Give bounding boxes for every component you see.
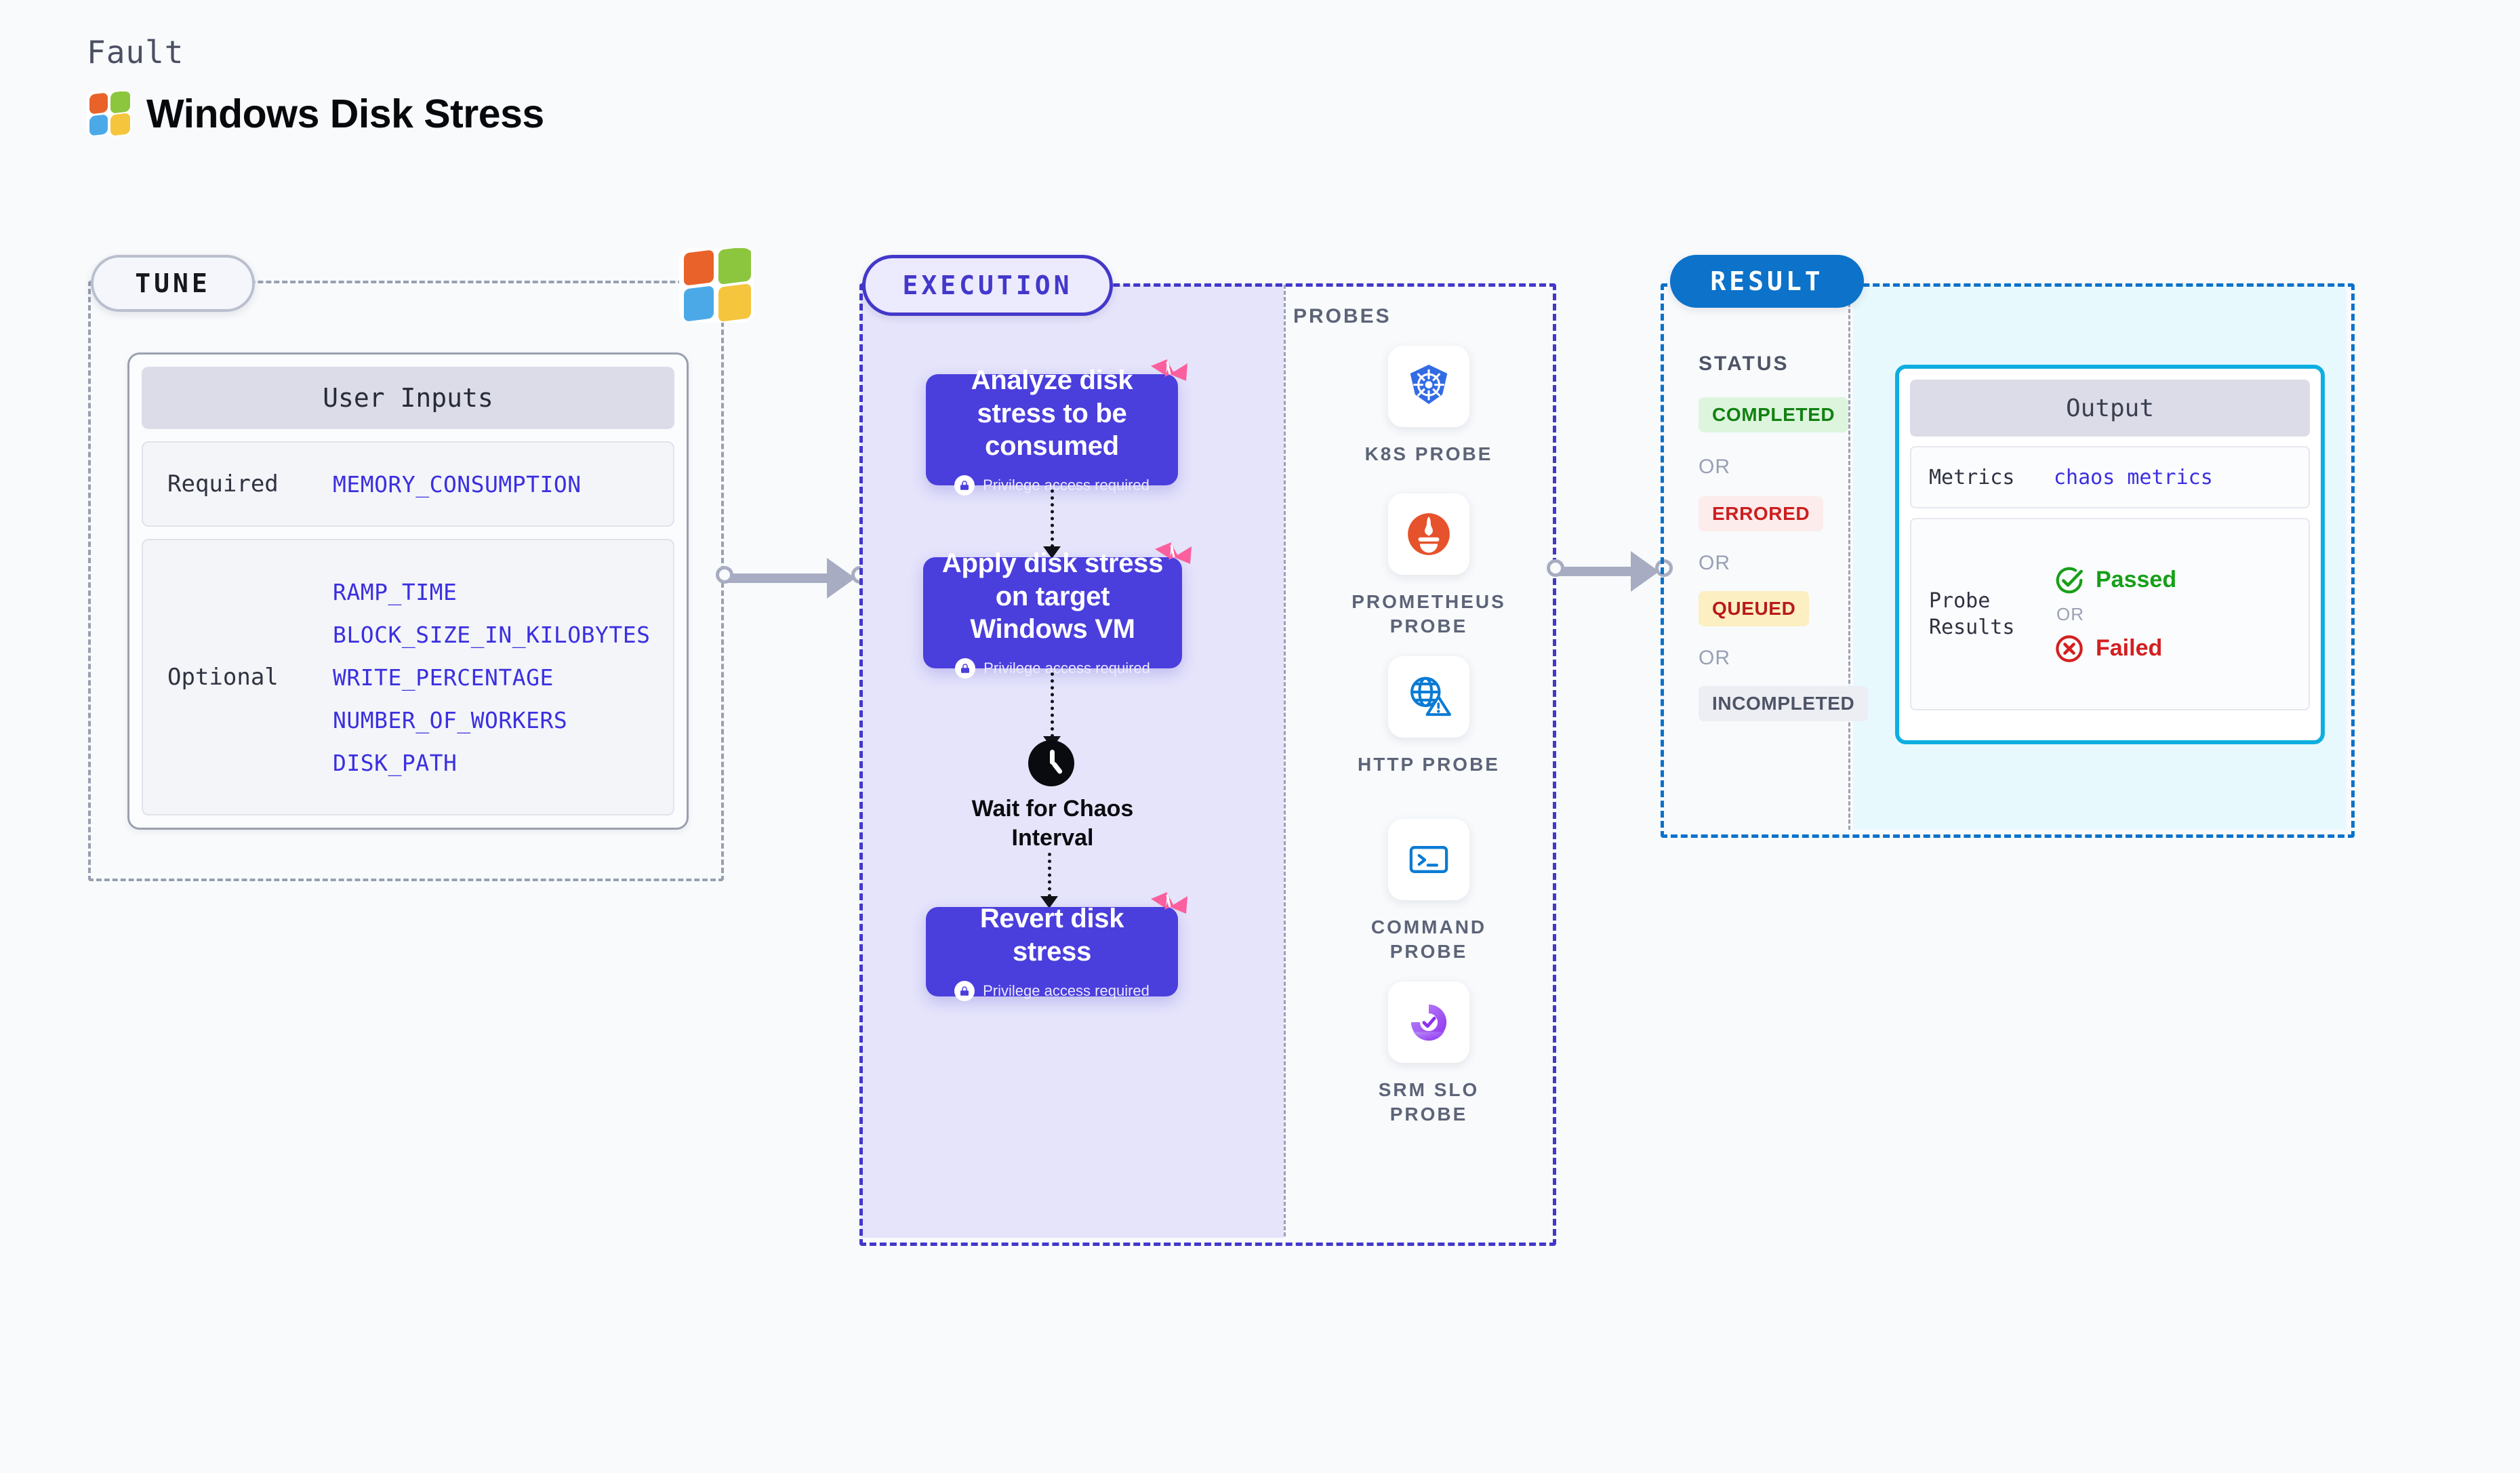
param-item: NUMBER_OF_WORKERS bbox=[333, 706, 568, 733]
param-item: BLOCK_SIZE_IN_KILOBYTES bbox=[333, 621, 651, 648]
status-badge-errored: ERRORED bbox=[1699, 496, 1824, 531]
flow-arrow-head bbox=[1040, 896, 1058, 908]
param-item: MEMORY_CONSUMPTION bbox=[333, 470, 582, 498]
lock-icon bbox=[954, 980, 975, 1001]
status-badge-completed: COMPLETED bbox=[1699, 397, 1849, 432]
param-item: WRITE_PERCENTAGE bbox=[333, 664, 554, 691]
result-badge: RESULT bbox=[1670, 255, 1864, 308]
chaos-ribbon-icon bbox=[1155, 542, 1192, 564]
output-metrics-row: Metrics chaos metrics bbox=[1910, 446, 2310, 508]
kubernetes-icon bbox=[1388, 346, 1469, 427]
x-circle-icon bbox=[2056, 634, 2083, 662]
status-badge-queued: QUEUED bbox=[1699, 591, 1810, 626]
result-status-column bbox=[1662, 285, 1850, 830]
chaos-ribbon-icon bbox=[1151, 359, 1187, 381]
probe-verdicts: Passed OR Failed bbox=[2054, 565, 2176, 664]
privilege-note-label: Privilege access required bbox=[983, 660, 1150, 677]
or-separator: OR bbox=[1699, 647, 1730, 669]
prometheus-icon bbox=[1388, 493, 1469, 575]
flow-arrow bbox=[1048, 853, 1051, 897]
lock-icon bbox=[954, 475, 975, 496]
probe-item-command[interactable]: COMMAND PROBE bbox=[1347, 819, 1510, 965]
check-circle-icon bbox=[2056, 567, 2083, 593]
or-separator: OR bbox=[1699, 456, 1730, 478]
probes-divider bbox=[1284, 285, 1286, 1236]
user-inputs-title: User Inputs bbox=[142, 367, 674, 429]
required-label: Required bbox=[167, 470, 279, 498]
privilege-note: Privilege access required bbox=[954, 980, 1150, 1001]
user-inputs-card: User Inputs Required MEMORY_CONSUMPTION … bbox=[127, 352, 689, 830]
srm-slo-icon bbox=[1388, 982, 1469, 1063]
fault-title-row: Windows Disk Stress bbox=[87, 91, 544, 137]
optional-label: Optional bbox=[167, 664, 279, 691]
step-title: Analyze disk stress to be consumed bbox=[971, 365, 1133, 462]
flow-arrow bbox=[1051, 672, 1054, 738]
probe-label: HTTP PROBE bbox=[1358, 754, 1500, 775]
flow-arrow bbox=[1051, 489, 1054, 548]
or-separator: OR bbox=[2056, 603, 2084, 624]
probe-item-srm-slo[interactable]: SRM SLO PROBE bbox=[1347, 982, 1510, 1127]
step-title: Apply disk stress on target Windows VM bbox=[941, 548, 1164, 645]
optional-params: RAMP_TIME BLOCK_SIZE_IN_KILOBYTES WRITE_… bbox=[333, 579, 650, 776]
wait-for-chaos-interval-label: Wait for Chaos Interval bbox=[971, 796, 1134, 851]
metrics-label: Metrics bbox=[1929, 465, 2015, 489]
status-title: STATUS bbox=[1699, 352, 1789, 375]
clock-icon bbox=[1028, 740, 1074, 786]
execution-step-revert[interactable]: Revert disk stress Privilege access requ… bbox=[926, 892, 1187, 1001]
status-badge-incompleted: INCOMPLETED bbox=[1699, 686, 1869, 721]
tune-badge: TUNE bbox=[91, 255, 255, 312]
windows-logo-icon bbox=[679, 248, 754, 323]
optional-inputs-group: Optional RAMP_TIME BLOCK_SIZE_IN_KILOBYT… bbox=[142, 539, 674, 815]
privilege-note: Privilege access required bbox=[955, 658, 1150, 679]
required-inputs-group: Required MEMORY_CONSUMPTION bbox=[142, 441, 674, 527]
probe-item-k8s[interactable]: K8S PROBE bbox=[1347, 346, 1510, 466]
required-params: MEMORY_CONSUMPTION bbox=[333, 471, 582, 498]
execution-badge: EXECUTION bbox=[862, 255, 1113, 316]
privilege-note-label: Privilege access required bbox=[983, 477, 1150, 494]
execution-panel bbox=[859, 283, 1556, 1246]
probe-label: K8S PROBE bbox=[1364, 443, 1493, 464]
execution-step-apply[interactable]: Apply disk stress on target Windows VM P… bbox=[923, 542, 1192, 679]
verdict-passed: Passed bbox=[2054, 565, 2176, 596]
verdict-failed: Failed bbox=[2054, 633, 2176, 664]
flow-arrow-head bbox=[1043, 546, 1061, 559]
probe-label: PROMETHEUS PROBE bbox=[1352, 591, 1506, 637]
or-separator: OR bbox=[1699, 552, 1730, 574]
probe-label: COMMAND PROBE bbox=[1370, 916, 1487, 963]
probe-results-label-text: Probe Results bbox=[1929, 589, 2015, 639]
privilege-note-label: Privilege access required bbox=[983, 982, 1150, 999]
result-panel bbox=[1661, 283, 2355, 838]
output-probe-results-row: Probe Results Passed OR Failed bbox=[1910, 518, 2310, 710]
verdict-passed-label: Passed bbox=[2096, 567, 2177, 592]
param-item: DISK_PATH bbox=[333, 749, 458, 776]
execution-step-analyze[interactable]: Analyze disk stress to be consumed Privi… bbox=[926, 359, 1187, 496]
probe-label: SRM SLO PROBE bbox=[1378, 1079, 1480, 1125]
probe-item-prometheus[interactable]: PROMETHEUS PROBE bbox=[1347, 493, 1510, 639]
output-card: Output Metrics chaos metrics Probe Resul… bbox=[1895, 365, 2325, 744]
metrics-value: chaos metrics bbox=[2054, 465, 2213, 489]
probe-item-http[interactable]: HTTP PROBE bbox=[1347, 656, 1510, 777]
page-header: Fault Windows Disk Stress bbox=[87, 34, 544, 137]
terminal-icon bbox=[1388, 819, 1469, 900]
page-title: Windows Disk Stress bbox=[146, 92, 544, 136]
verdict-failed-label: Failed bbox=[2096, 635, 2163, 661]
windows-logo-icon bbox=[87, 92, 131, 136]
output-title: Output bbox=[1910, 380, 2310, 437]
probe-results-label: Probe Results bbox=[1911, 588, 2054, 641]
param-item: RAMP_TIME bbox=[333, 578, 458, 605]
http-globe-warning-icon bbox=[1388, 656, 1469, 738]
step-title: Revert disk stress bbox=[979, 904, 1124, 967]
privilege-note: Privilege access required bbox=[954, 475, 1150, 496]
chaos-ribbon-icon bbox=[1151, 892, 1187, 914]
probes-title: PROBES bbox=[1293, 305, 1391, 327]
lock-icon bbox=[955, 658, 976, 679]
fault-kicker: Fault bbox=[87, 34, 184, 70]
